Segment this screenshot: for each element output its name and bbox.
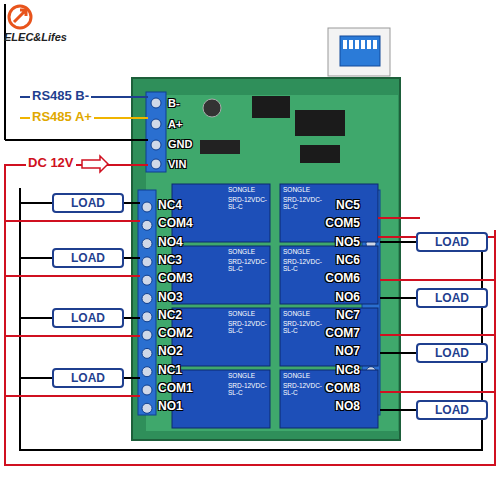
dip-levers (343, 40, 377, 49)
load-label: LOAD (435, 403, 469, 417)
pcb-board (132, 78, 400, 440)
terminal-name: NC2 (158, 309, 182, 322)
dip-frame (328, 28, 390, 76)
terminal-name: COM1 (158, 382, 193, 395)
load-label: LOAD (71, 371, 105, 385)
load-box: LOAD (416, 400, 488, 420)
terminal-name: NC3 (158, 254, 182, 267)
load-box: LOAD (416, 232, 488, 252)
load-box: LOAD (416, 343, 488, 363)
terminal-name: COM6 (325, 272, 360, 285)
terminal-name: NO6 (335, 291, 360, 304)
load-box: LOAD (52, 248, 124, 268)
terminal-name: NO1 (158, 400, 183, 413)
terminal-name: COM2 (158, 327, 193, 340)
terminal-name: NC7 (336, 309, 360, 322)
terminal-name: COM7 (325, 327, 360, 340)
relay-model: SRD-12VDC-SL-C (283, 196, 323, 210)
relay-brand: SONGLE (228, 186, 268, 193)
relay-brand: SONGLE (283, 248, 323, 255)
load-label: LOAD (435, 235, 469, 249)
terminal-name: NC1 (158, 364, 182, 377)
terminal-name: NO5 (335, 236, 360, 249)
relay-brand: SONGLE (228, 310, 268, 317)
terminal-name: COM3 (158, 272, 193, 285)
pin-name: VIN (168, 158, 186, 170)
load-box: LOAD (416, 288, 488, 308)
ic-chip (295, 110, 345, 136)
load-box: LOAD (52, 308, 124, 328)
load-label: LOAD (435, 346, 469, 360)
relay-model: SRD-12VDC-SL-C (228, 196, 268, 210)
brand-logo: ELEC&Lifes (4, 31, 67, 43)
relay-bodies (172, 184, 378, 428)
capacitor (203, 99, 221, 117)
terminal-name: COM8 (325, 382, 360, 395)
load-label: LOAD (435, 291, 469, 305)
load-label: LOAD (71, 251, 105, 265)
signal-name: RS485 B- (30, 89, 91, 103)
terminal-name: NC6 (336, 254, 360, 267)
pin-name: A+ (168, 118, 182, 130)
ic-chip (252, 96, 290, 118)
power-label: DC 12V (26, 156, 76, 170)
pin-name: GND (168, 138, 192, 150)
load-box: LOAD (52, 368, 124, 388)
relay-model: SRD-12VDC-SL-C (283, 382, 323, 396)
pcb-surface (146, 95, 398, 431)
relay-model: SRD-12VDC-SL-C (283, 320, 323, 334)
regulator (200, 140, 240, 154)
relay-brand: SONGLE (283, 372, 323, 379)
terminal-name: NC5 (336, 199, 360, 212)
relay-brand: SONGLE (228, 372, 268, 379)
signal-name: RS485 A+ (30, 110, 94, 124)
logo-arrow (14, 10, 26, 22)
load-label: LOAD (71, 311, 105, 325)
pin-name: B- (168, 97, 180, 109)
terminal-name: NO8 (335, 400, 360, 413)
ic-chip (300, 145, 340, 163)
load-label: LOAD (71, 196, 105, 210)
wires (5, 4, 495, 465)
terminal-name: NO3 (158, 291, 183, 304)
screws (151, 98, 161, 169)
load-box: LOAD (52, 193, 124, 213)
relay-brand: SONGLE (283, 310, 323, 317)
terminal-name: COM5 (325, 217, 360, 230)
terminal-name: NO4 (158, 236, 183, 249)
terminal-name: NO7 (335, 345, 360, 358)
relay-model: SRD-12VDC-SL-C (228, 382, 268, 396)
relay-brand: SONGLE (228, 248, 268, 255)
relay-brand: SONGLE (283, 186, 323, 193)
relay-model: SRD-12VDC-SL-C (228, 258, 268, 272)
terminal-name: NO2 (158, 345, 183, 358)
logo-icon (9, 6, 31, 28)
terminal-block (138, 190, 156, 415)
relay-model: SRD-12VDC-SL-C (228, 320, 268, 334)
terminal-name: NC8 (336, 364, 360, 377)
terminal-name: COM4 (158, 217, 193, 230)
terminal-block (146, 92, 166, 172)
dc-arrow (82, 156, 108, 172)
dip-switch (340, 36, 380, 66)
terminal-name: NC4 (158, 199, 182, 212)
relay-model: SRD-12VDC-SL-C (283, 258, 323, 272)
